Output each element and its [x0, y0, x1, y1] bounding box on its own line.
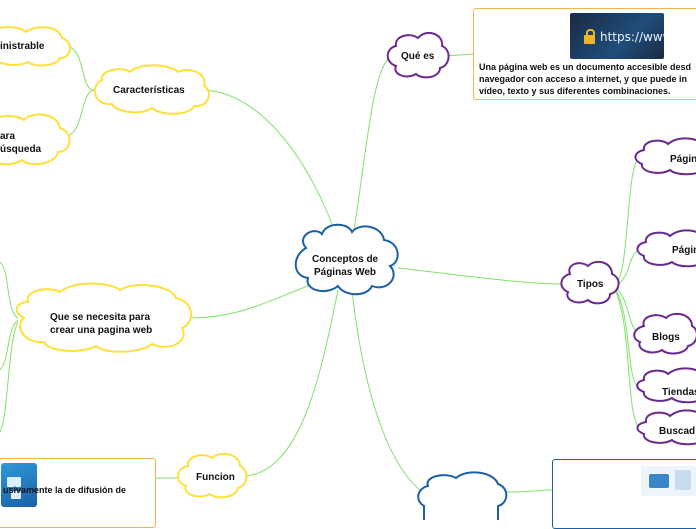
- busqueda-node-line2: úsqueda: [0, 143, 41, 156]
- busqueda-node-line1: ara: [0, 130, 41, 143]
- connector-tipos-pag1: [616, 158, 640, 284]
- necesita-node-line1: Que se necesita para: [50, 311, 152, 324]
- connector-que-es: [352, 56, 392, 242]
- que-es-node[interactable]: Qué es: [401, 50, 434, 63]
- que-es-card-line2: navegador con acceso a internet, y que p…: [479, 73, 696, 85]
- connector-tipos-blogs: [616, 288, 640, 334]
- connector-funcion: [246, 290, 338, 476]
- tipos-buscadores-node[interactable]: Buscad: [659, 425, 695, 438]
- connector-caract-busqueda: [66, 90, 94, 136]
- connector-bottom-right: [506, 490, 552, 492]
- tipos-blogs-node[interactable]: Blogs: [652, 331, 680, 344]
- center-node-label-line1: Conceptos de: [312, 253, 378, 266]
- que-es-card: https://www.ssl Una página web es un doc…: [473, 8, 696, 100]
- funcion-card-line1: usivamente la de difusión de: [3, 484, 153, 496]
- tipos-pagina2-node[interactable]: Págin: [672, 244, 696, 257]
- tipos-pagina1-node[interactable]: Págin: [670, 153, 696, 166]
- que-es-card-line1: Una página web es un documento accesible…: [479, 61, 696, 73]
- connector-necesita-up: [0, 262, 18, 318]
- lock-icon: [584, 35, 595, 44]
- bottom-node-shape: [418, 472, 506, 520]
- connector-caracteristicas: [200, 90, 338, 240]
- necesita-node-line2: crear una pagina web: [50, 324, 152, 337]
- tipos-tiendas-node[interactable]: Tiendas: [662, 386, 696, 399]
- bottom-right-card: [552, 459, 696, 529]
- que-es-card-line3: vídeo, texto y sus diferentes combinacio…: [479, 85, 696, 97]
- funcion-node[interactable]: Funcion: [196, 471, 235, 484]
- caracteristicas-node[interactable]: Características: [113, 84, 185, 97]
- connector-tipos-pag2: [616, 250, 640, 286]
- que-es-card-text: Una página web es un documento accesible…: [479, 61, 696, 97]
- administrable-node[interactable]: inistrable: [0, 40, 44, 53]
- necesita-node[interactable]: Que se necesita para crear una pagina we…: [50, 311, 152, 337]
- ssl-url-text: https://www.ssl: [600, 30, 664, 44]
- busqueda-node[interactable]: ara úsqueda: [0, 130, 41, 156]
- funcion-card: usivamente la de difusión de: [0, 458, 156, 528]
- web-design-illustration: [641, 466, 696, 496]
- center-node-label-line2: Páginas Web: [312, 266, 378, 279]
- https-lock-image: https://www.ssl: [570, 13, 664, 59]
- center-node[interactable]: Conceptos de Páginas Web: [312, 253, 378, 279]
- connector-tipos: [398, 268, 566, 284]
- connector-bottom: [352, 290, 420, 490]
- tipos-node[interactable]: Tipos: [577, 278, 603, 291]
- connector-necesita: [190, 282, 318, 318]
